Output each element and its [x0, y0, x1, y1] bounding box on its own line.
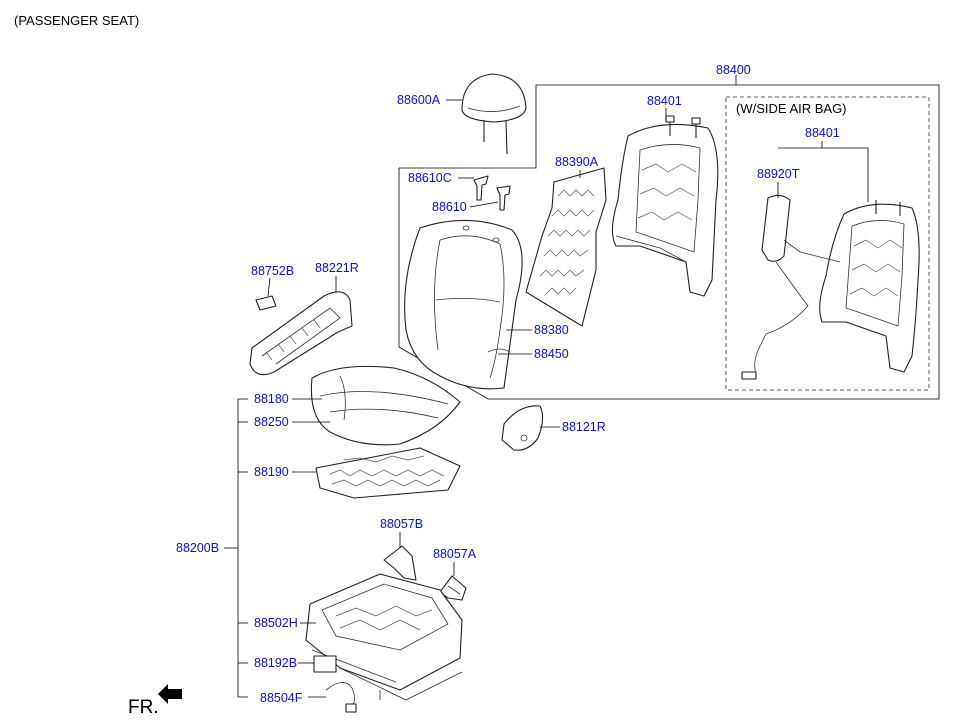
seat-back-assembly-outline [398, 75, 940, 400]
part-label-88504F[interactable]: 88504F [260, 691, 303, 705]
part-label-88057A[interactable]: 88057A [433, 547, 477, 561]
diagram-title: (PASSENGER SEAT) [14, 13, 139, 28]
knee-cover-drawing [501, 405, 544, 451]
cushion-assembly-bracket [224, 398, 248, 698]
airbag-frame-drawing [819, 200, 920, 373]
side-cover-drawing [249, 291, 353, 376]
part-label-88450[interactable]: 88450 [534, 347, 569, 361]
part-label-88121R[interactable]: 88121R [562, 420, 606, 434]
side-airbag-option-box [725, 96, 930, 391]
part-label-88400[interactable]: 88400 [716, 63, 751, 77]
side-airbag-module-drawing [741, 194, 841, 380]
cushion-spring-drawing [315, 447, 461, 499]
part-label-88250[interactable]: 88250 [254, 415, 289, 429]
control-module-drawing [313, 655, 337, 673]
part-label-88221R[interactable]: 88221R [315, 261, 359, 275]
part-label-88610[interactable]: 88610 [432, 200, 467, 214]
seat-cushion-drawing [310, 365, 461, 446]
front-direction-indicator: FR. [128, 684, 182, 718]
part-label-88180[interactable]: 88180 [254, 392, 289, 406]
part-label-88610C[interactable]: 88610C [408, 171, 452, 185]
front-label: FR. [128, 697, 159, 718]
part-label-88380[interactable]: 88380 [534, 323, 569, 337]
seat-back-cover-drawing [404, 219, 523, 390]
headrest-guide-drawing [473, 175, 511, 211]
part-label-88502H[interactable]: 88502H [254, 616, 298, 630]
part-label-88390A[interactable]: 88390A [555, 155, 599, 169]
part-label-88752B[interactable]: 88752B [251, 264, 294, 278]
back-spring-pad-drawing [525, 167, 607, 327]
part-label-88190[interactable]: 88190 [254, 465, 289, 479]
side-airbag-note: (W/SIDE AIR BAG) [736, 101, 847, 116]
part-label-88200B[interactable]: 88200B [176, 541, 219, 555]
part-label-88920T[interactable]: 88920T [757, 167, 800, 181]
wiring-harness-drawing [325, 682, 357, 713]
part-label-88401[interactable]: 88401 [647, 94, 682, 108]
seat-track-frame-drawing [305, 573, 463, 701]
bracket-b-drawing [383, 545, 417, 581]
seat-back-frame-drawing [611, 115, 719, 297]
part-label-88057B[interactable]: 88057B [380, 517, 423, 531]
headrest-drawing [461, 73, 527, 155]
bracket-a-drawing [439, 575, 467, 601]
part-label-88401-airbag[interactable]: 88401 [805, 126, 840, 140]
front-arrow-icon [158, 684, 182, 704]
part-label-88192B[interactable]: 88192B [254, 656, 297, 670]
part-label-88600A[interactable]: 88600A [397, 93, 441, 107]
